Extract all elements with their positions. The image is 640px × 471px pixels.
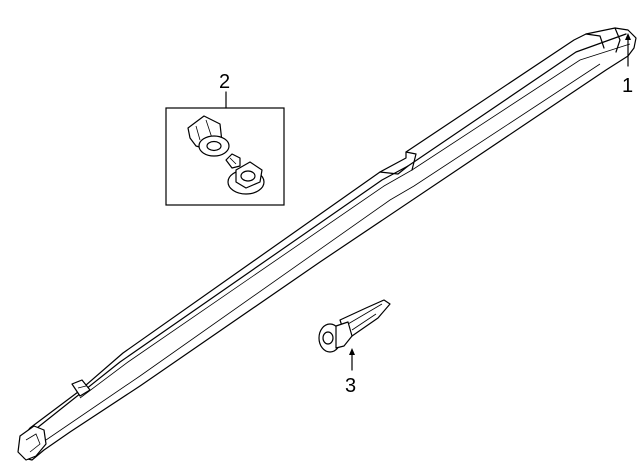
moulding-mount-tab [71,379,91,397]
moulding-end-cap-left [17,425,47,461]
push-pin-clip[interactable] [318,299,391,353]
callout-2-label: 2 [219,71,230,93]
callout-1: 1 [622,33,633,97]
rocker-moulding-part[interactable] [17,27,637,461]
push-pin-center [322,331,334,345]
moulding-joint [379,151,417,175]
moulding-mount-tab-detail [77,385,87,389]
callout-1-label: 1 [622,75,633,97]
callout-3: 3 [345,348,356,397]
clip-icon [187,115,230,157]
moulding-groove-upper [79,43,631,399]
stud-icon [225,153,241,169]
moulding-end-cap-right [585,27,621,53]
moulding-groove-lower [45,63,601,441]
push-pin-collar [335,321,353,349]
moulding-end-cap-left-detail [25,433,41,453]
callout-2: 2 [219,71,230,109]
clip-nut-inset[interactable] [165,107,285,206]
moulding-top-ridge [31,33,627,433]
callout-3-label: 3 [345,375,356,397]
inset-frame [165,107,285,206]
callout-1-arrow [625,33,631,40]
callout-3-arrow [349,348,355,355]
nut-icon [227,161,265,195]
